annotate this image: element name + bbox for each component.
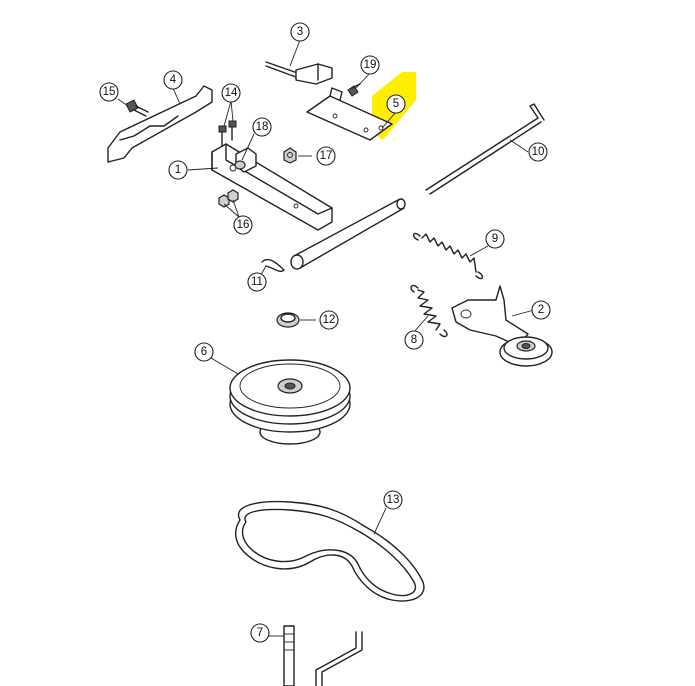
part-8-spring[interactable] bbox=[410, 284, 448, 338]
svg-text:6: 6 bbox=[201, 346, 207, 358]
part-12-bushing[interactable] bbox=[276, 312, 300, 328]
part-16-nuts[interactable] bbox=[218, 189, 239, 208]
svg-text:5: 5 bbox=[393, 98, 399, 110]
svg-text:17: 17 bbox=[320, 150, 333, 162]
svg-text:19: 19 bbox=[364, 59, 377, 71]
part-4-bracket[interactable] bbox=[107, 85, 213, 163]
svg-text:2: 2 bbox=[538, 304, 544, 316]
svg-text:8: 8 bbox=[411, 334, 417, 346]
part-7-bolt[interactable] bbox=[283, 625, 295, 686]
part-13-belt[interactable] bbox=[234, 500, 425, 602]
callout-8: 8 bbox=[404, 330, 424, 350]
part-3-pin-bracket[interactable] bbox=[265, 61, 333, 85]
svg-text:18: 18 bbox=[256, 121, 269, 133]
svg-text:9: 9 bbox=[492, 233, 498, 245]
callout-15: 15 bbox=[99, 82, 119, 102]
callout-3: 3 bbox=[290, 22, 310, 42]
svg-text:16: 16 bbox=[237, 219, 250, 231]
callout-9: 9 bbox=[485, 229, 505, 249]
callout-10: 10 bbox=[528, 142, 548, 162]
callout-18: 18 bbox=[252, 117, 272, 137]
part-19-screw[interactable] bbox=[347, 83, 361, 97]
callout-1: 1 bbox=[168, 160, 188, 180]
svg-text:15: 15 bbox=[103, 86, 116, 98]
callout-11: 11 bbox=[247, 272, 267, 292]
callout-13: 13 bbox=[383, 490, 403, 510]
callout-16: 16 bbox=[233, 215, 253, 235]
callout-4: 4 bbox=[163, 70, 183, 90]
callout-2: 2 bbox=[531, 300, 551, 320]
part-18-washer[interactable] bbox=[234, 160, 246, 170]
callout-17: 17 bbox=[316, 146, 336, 166]
svg-text:10: 10 bbox=[532, 146, 545, 158]
part-11-clip[interactable] bbox=[261, 258, 285, 273]
callout-6: 6 bbox=[194, 342, 214, 362]
part-2-idler-arm[interactable] bbox=[451, 285, 553, 367]
svg-text:1: 1 bbox=[175, 164, 181, 176]
callout-12: 12 bbox=[319, 310, 339, 330]
part-9-spring[interactable] bbox=[412, 232, 484, 280]
part-5-plate[interactable] bbox=[306, 87, 393, 141]
svg-text:11: 11 bbox=[251, 276, 263, 288]
callout-5: 5 bbox=[386, 94, 406, 114]
svg-text:14: 14 bbox=[225, 87, 238, 99]
callout-19: 19 bbox=[360, 55, 380, 75]
part-15-bolt[interactable] bbox=[125, 99, 149, 117]
part-6-pulley[interactable] bbox=[229, 359, 351, 445]
svg-text:13: 13 bbox=[387, 494, 400, 506]
svg-text:3: 3 bbox=[297, 26, 303, 38]
svg-text:12: 12 bbox=[323, 314, 336, 326]
callout-7: 7 bbox=[250, 623, 270, 643]
part-14-bolts[interactable] bbox=[218, 120, 237, 147]
leader-lines bbox=[117, 39, 535, 637]
callout-14: 14 bbox=[221, 83, 241, 103]
part-7-rod[interactable] bbox=[315, 631, 363, 686]
svg-text:4: 4 bbox=[170, 74, 177, 86]
svg-text:7: 7 bbox=[257, 627, 263, 639]
part-17-nut[interactable] bbox=[283, 147, 297, 164]
part-10-rod[interactable] bbox=[425, 103, 545, 195]
